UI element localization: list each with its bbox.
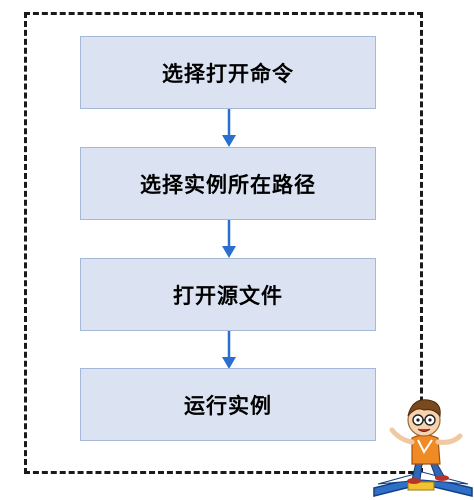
down-arrow-icon (222, 109, 236, 147)
step-run-example: 运行实例 (80, 368, 376, 441)
step-label: 选择打开命令 (162, 61, 294, 86)
step-label: 运行实例 (184, 393, 272, 418)
step-select-example-path: 选择实例所在路径 (80, 147, 376, 220)
step-open-source-file: 打开源文件 (80, 258, 376, 331)
reading-boy-icon (373, 399, 473, 497)
step-select-open-command: 选择打开命令 (80, 36, 376, 109)
step-label: 选择实例所在路径 (140, 172, 316, 197)
step-label: 打开源文件 (173, 283, 283, 308)
down-arrow-icon (222, 331, 236, 369)
dashed-frame (24, 12, 423, 474)
down-arrow-icon (222, 220, 236, 258)
